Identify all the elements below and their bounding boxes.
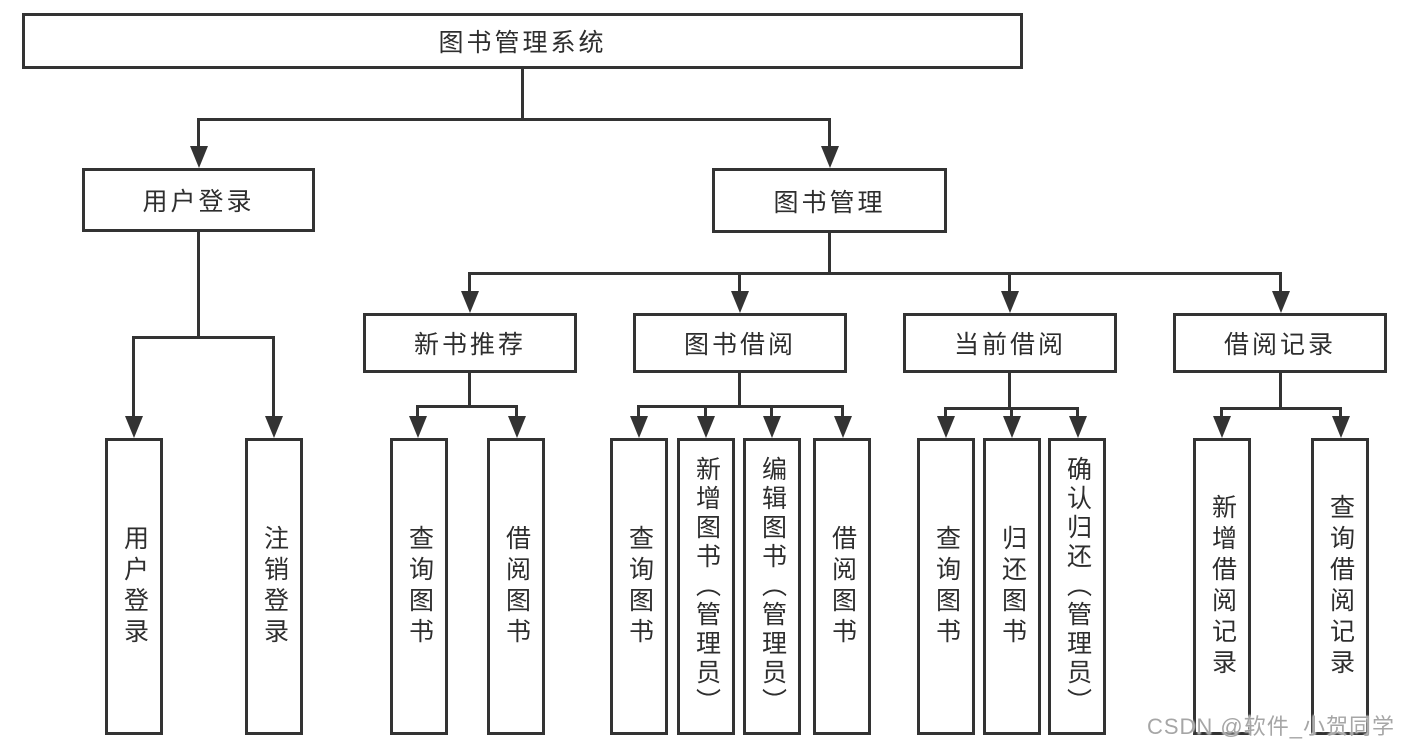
leaf-confirm-return-admin: 确认归还（管理员） <box>1048 438 1106 735</box>
connector-drop-leaf-return <box>1010 410 1013 420</box>
arrowhead-leaf-return <box>1003 416 1021 438</box>
arrowhead-user-login <box>190 146 208 168</box>
leaf-borrow-books-1-label: 借阅图书 <box>502 524 531 649</box>
arrowhead-leaf-search-record <box>1332 416 1350 438</box>
arrowhead-leaf-add-book <box>697 416 715 438</box>
connector-drop-leaf-borrow-1 <box>515 408 518 420</box>
arrowhead-book-borrow <box>731 291 749 313</box>
arrowhead-leaf-edit-book <box>763 416 781 438</box>
connector-root-rail <box>197 118 831 121</box>
arrowhead-leaf-borrow-2 <box>834 416 852 438</box>
node-new-books-label: 新书推荐 <box>413 331 526 359</box>
leaf-user-login: 用户登录 <box>105 438 163 735</box>
connector-drop-book-mgmt <box>828 121 831 149</box>
arrowhead-current-borrow <box>1001 291 1019 313</box>
leaf-add-borrow-record-label: 新增借阅记录 <box>1208 493 1237 680</box>
connector-borrow-records-stem <box>1279 373 1282 407</box>
connector-drop-leaf-logout <box>272 339 275 418</box>
connector-user-login-rail <box>132 336 275 339</box>
node-root-system: 图书管理系统 <box>22 13 1023 69</box>
connector-drop-leaf-confirm-return <box>1076 410 1079 420</box>
node-root-system-label: 图书管理系统 <box>438 29 607 57</box>
connector-book-mgmt-stem <box>828 233 831 272</box>
leaf-confirm-return-admin-label: 确认归还（管理员） <box>1063 456 1092 717</box>
leaf-search-books-2: 查询图书 <box>610 438 668 735</box>
connector-book-borrow-rail <box>637 405 844 408</box>
connector-drop-leaf-search-record <box>1339 410 1342 420</box>
node-book-mgmt: 图书管理 <box>712 168 947 233</box>
connector-current-borrow-rail <box>944 407 1079 410</box>
leaf-logout-label: 注销登录 <box>260 524 289 649</box>
connector-current-borrow-stem <box>1008 373 1011 407</box>
connector-drop-new-books <box>468 275 471 295</box>
connector-drop-leaf-add-record <box>1220 410 1223 420</box>
connector-drop-book-borrow <box>738 275 741 295</box>
arrowhead-new-books <box>461 291 479 313</box>
leaf-return-book: 归还图书 <box>983 438 1041 735</box>
node-current-borrow: 当前借阅 <box>903 313 1117 373</box>
arrowhead-leaf-confirm-return <box>1069 416 1087 438</box>
leaf-search-books-3: 查询图书 <box>917 438 975 735</box>
leaf-return-book-label: 归还图书 <box>998 524 1027 649</box>
leaf-edit-book-admin: 编辑图书（管理员） <box>743 438 801 735</box>
connector-drop-user-login <box>197 121 200 149</box>
connector-drop-leaf-edit-book <box>770 408 773 420</box>
leaf-add-book-admin: 新增图书（管理员） <box>677 438 735 735</box>
connector-user-login-stem <box>197 232 200 336</box>
connector-drop-leaf-search-2 <box>637 408 640 420</box>
connector-new-books-stem <box>468 373 471 405</box>
node-new-books: 新书推荐 <box>363 313 577 373</box>
arrowhead-leaf-search-1 <box>409 416 427 438</box>
leaf-search-books-2-label: 查询图书 <box>625 524 654 649</box>
connector-new-books-rail <box>416 405 518 408</box>
arrowhead-borrow-records <box>1272 291 1290 313</box>
leaf-add-book-admin-label: 新增图书（管理员） <box>692 456 721 717</box>
leaf-search-books-1-label: 查询图书 <box>405 524 434 649</box>
arrowhead-leaf-user-login <box>125 416 143 438</box>
arrowhead-book-mgmt <box>821 146 839 168</box>
arrowhead-leaf-search-3 <box>937 416 955 438</box>
leaf-search-books-1: 查询图书 <box>390 438 448 735</box>
connector-borrow-records-rail <box>1220 407 1342 410</box>
connector-drop-leaf-search-1 <box>416 408 419 420</box>
leaf-search-borrow-record: 查询借阅记录 <box>1311 438 1369 735</box>
connector-drop-leaf-search-3 <box>944 410 947 420</box>
node-book-borrow-label: 图书借阅 <box>683 331 796 359</box>
leaf-borrow-books-1: 借阅图书 <box>487 438 545 735</box>
leaf-logout: 注销登录 <box>245 438 303 735</box>
node-user-login-label: 用户登录 <box>142 188 255 216</box>
leaf-borrow-books-2: 借阅图书 <box>813 438 871 735</box>
leaf-borrow-books-2-label: 借阅图书 <box>828 524 857 649</box>
connector-drop-borrow-records <box>1279 275 1282 295</box>
connector-drop-current-borrow <box>1008 275 1011 295</box>
node-user-login: 用户登录 <box>82 168 315 232</box>
node-book-borrow: 图书借阅 <box>633 313 847 373</box>
connector-book-borrow-stem <box>738 373 741 405</box>
leaf-user-login-label: 用户登录 <box>120 524 149 649</box>
leaf-edit-book-admin-label: 编辑图书（管理员） <box>758 456 787 717</box>
connector-drop-leaf-user-login <box>132 339 135 418</box>
node-book-mgmt-label: 图书管理 <box>773 188 886 217</box>
leaf-add-borrow-record: 新增借阅记录 <box>1193 438 1251 735</box>
connector-root-stem <box>521 69 524 121</box>
leaf-search-borrow-record-label: 查询借阅记录 <box>1326 493 1355 680</box>
csdn-watermark: CSDN @软件_小贺同学 <box>1146 714 1395 739</box>
arrowhead-leaf-search-2 <box>630 416 648 438</box>
node-current-borrow-label: 当前借阅 <box>953 331 1066 359</box>
arrowhead-leaf-logout <box>265 416 283 438</box>
connector-book-mgmt-rail <box>468 272 1282 275</box>
arrowhead-leaf-borrow-1 <box>508 416 526 438</box>
node-borrow-records-label: 借阅记录 <box>1223 331 1336 359</box>
arrowhead-leaf-add-record <box>1213 416 1231 438</box>
connector-drop-leaf-borrow-2 <box>841 408 844 420</box>
connector-drop-leaf-add-book <box>704 408 707 420</box>
node-borrow-records: 借阅记录 <box>1173 313 1387 373</box>
leaf-search-books-3-label: 查询图书 <box>932 524 961 649</box>
